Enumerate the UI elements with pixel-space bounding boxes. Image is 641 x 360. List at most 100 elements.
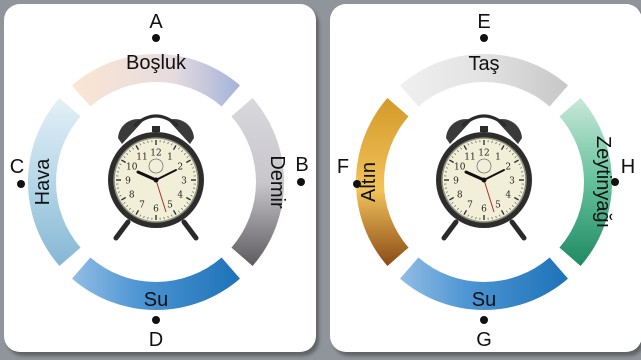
clock-second-hand [155,179,167,213]
clock-bell-right [496,119,522,144]
clock-tick [121,196,127,201]
clock-bell-left [118,119,144,144]
clock-tick [512,153,514,155]
clock-number: 2 [505,163,511,173]
clock-tick [181,208,183,210]
clock-tick [178,147,180,150]
point-label-top: A [149,11,163,33]
clock-tick [126,153,128,155]
clock-tick [449,159,455,164]
clock-minute-hand [483,169,505,181]
clock-tick [172,209,177,215]
clock-minute-hand [155,169,177,181]
clock-number: 1 [495,152,501,162]
clock-stem [480,126,488,132]
clock-tick [123,156,126,158]
point-label-left: C [10,156,24,178]
clock-tick [119,163,122,165]
clock-tick [520,167,523,169]
clock-tick [520,191,523,193]
clock-tick [445,167,448,169]
clock-number: 7 [467,201,473,211]
clock-tick [184,205,186,207]
clock-handle [132,114,180,128]
segment-label-bottom: Su [472,289,496,311]
clock-stem [152,126,160,132]
point-dot-right [611,178,619,186]
clock-tick [132,210,134,213]
point-dot-left [17,180,25,188]
segment-label-right: Zeytinyağı [592,136,614,228]
clock-number: 1 [167,152,173,162]
clock-number: 2 [177,163,183,173]
clock-tick [463,209,468,215]
clock-tick [454,205,456,207]
clock-leg-right [181,219,199,241]
clock-tick [457,150,459,152]
clock-number: 4 [177,191,183,201]
clock-tick [500,145,505,151]
clock-tick [185,196,191,201]
clock-number: 11 [136,152,147,162]
clock-tick [500,209,505,215]
clock-tick [139,143,141,146]
clock-tick [495,216,497,219]
clock-tick [192,191,195,193]
clock-tick [167,216,169,219]
clock-tick [460,147,462,150]
clock-bell-left [446,119,472,144]
clock-tick [518,163,521,165]
point-dot-top [480,34,488,42]
clock-tick [506,210,508,213]
point-label-bottom: D [149,329,163,351]
clock-tick [513,159,519,164]
clock-tick [509,208,511,210]
point-label-bottom: G [476,329,492,351]
clock-tick [495,141,497,144]
segment-bottom [400,257,568,311]
clock-leg-left [441,219,459,241]
clock-tick [445,191,448,193]
segment-label-right: Demir [266,155,288,209]
clock-tick [509,150,511,152]
clock-handle [460,114,508,128]
clock-tick [119,195,122,197]
clock-tick [178,210,180,213]
clock-hour-hand [464,170,486,182]
clock-tick [190,163,193,165]
clock-tick [471,141,473,144]
segment-label-bottom: Su [144,289,168,311]
clock-number: 10 [454,163,466,173]
clock-tick [117,191,120,193]
clock-tick [513,196,519,201]
clock-second-hand [483,179,495,213]
clock-tick [451,156,454,158]
clock-tick [123,202,126,204]
clock-number: 3 [509,177,515,187]
point-label-right: H [621,156,635,178]
clock-number: 3 [181,177,187,187]
point-label-left: F [337,156,349,178]
clock-bell-right [168,119,194,144]
segment-label-left: Hava [32,158,54,206]
segment-top [400,54,568,107]
clock-number: 6 [481,205,487,215]
clock-tick [171,214,173,217]
segment-right [559,98,612,266]
clock-number: 6 [153,205,159,215]
clock-tick [447,195,450,197]
clock-number: 5 [495,201,501,211]
clock-tick [129,150,131,152]
point-label-right: B [295,154,308,176]
point-dot-left [353,180,361,188]
clock-tick [121,159,127,164]
clock-tick [132,147,134,150]
clock-tick [181,150,183,152]
clock-tick [457,208,459,210]
clock-number: 5 [167,201,173,211]
